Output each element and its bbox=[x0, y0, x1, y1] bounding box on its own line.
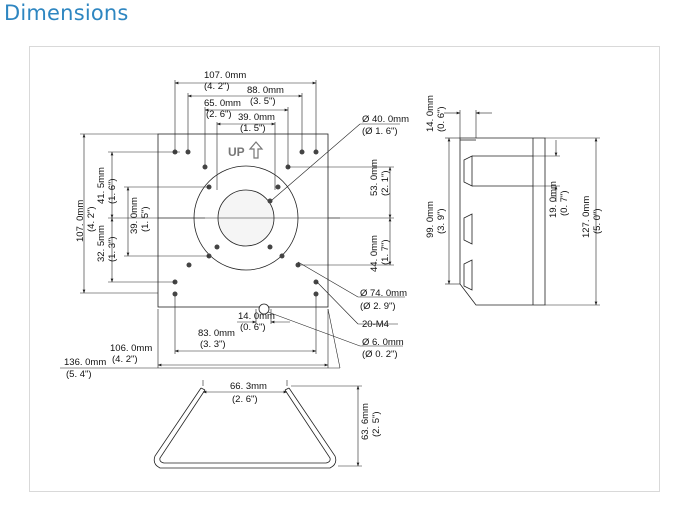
mounting-hole bbox=[202, 164, 208, 170]
mounting-hole bbox=[185, 149, 191, 155]
dim-32-mm: 32. 5mm bbox=[96, 225, 107, 262]
dim-65-in: (2. 6") bbox=[206, 109, 232, 120]
page-heading: Dimensions bbox=[4, 1, 129, 25]
dim-39-mm: 39. 0mm bbox=[238, 112, 275, 123]
dim-side-14-in: (0. 6") bbox=[436, 106, 447, 132]
side-view bbox=[459, 137, 546, 306]
dim-side-127-mm: 127. 0mm bbox=[581, 196, 592, 238]
dim-136-mm: 136. 0mm bbox=[64, 357, 106, 368]
dim-39-in: (1. 5") bbox=[240, 123, 266, 134]
side-profile bbox=[459, 137, 546, 306]
dim-d6-in: (Ø 0. 2") bbox=[362, 349, 398, 360]
dim-53-mm: 53. 0mm bbox=[369, 159, 380, 196]
dim-88-mm: 88. 0mm bbox=[247, 85, 284, 96]
dim-side-19-mm: 19. 0mm bbox=[548, 181, 559, 218]
mounting-hole bbox=[313, 291, 319, 297]
dim-d40-mm: Ø 40. 0mm bbox=[362, 114, 409, 125]
side-slot bbox=[463, 155, 473, 187]
dim-m4-label: 20-M4 bbox=[362, 319, 389, 330]
dim-83-in: (3. 3") bbox=[200, 339, 226, 350]
dim-44-mm: 44. 0mm bbox=[369, 235, 380, 272]
dim-side-99-mm: 99. 0mm bbox=[425, 201, 436, 238]
dim-53-in: (2. 1") bbox=[380, 170, 391, 196]
mounting-hole bbox=[214, 244, 220, 250]
dim-65-mm: 65. 0mm bbox=[204, 98, 241, 109]
dim-39-height-mm: 39. 0mm bbox=[129, 197, 140, 234]
dim-63-mm: 63. 6mm bbox=[360, 403, 371, 440]
center-hole bbox=[258, 303, 270, 315]
dim-side-99-in: (3. 9") bbox=[436, 208, 447, 234]
up-arrow-icon bbox=[248, 141, 264, 159]
mounting-hole bbox=[275, 184, 281, 190]
bottom-dimension-lines bbox=[202, 380, 362, 467]
front-plate bbox=[157, 133, 329, 308]
up-label: UP bbox=[228, 145, 245, 159]
dim-d6-mm: Ø 6. 0mm bbox=[362, 337, 404, 348]
front-dimension-lines bbox=[60, 80, 405, 369]
dim-side-127-in: (5. 0") bbox=[592, 208, 603, 234]
side-dimension-lines bbox=[444, 110, 600, 306]
bottom-profile-inner bbox=[159, 389, 331, 464]
mounting-hole bbox=[267, 198, 273, 204]
dim-63-in: (2. 5") bbox=[371, 411, 382, 437]
dim-d40-in: (Ø 1. 6") bbox=[362, 126, 398, 137]
mounting-hole bbox=[313, 279, 319, 285]
mounting-hole bbox=[267, 244, 273, 250]
dim-107-height-in: (4. 2") bbox=[86, 206, 97, 232]
mounting-hole bbox=[279, 253, 285, 259]
mounting-hole bbox=[186, 262, 192, 268]
dim-14-in: (0. 6") bbox=[240, 322, 266, 333]
dim-side-19-in: (0. 7") bbox=[559, 190, 570, 216]
dim-107-width-in: (4. 2") bbox=[204, 81, 230, 92]
mounting-hole bbox=[299, 149, 305, 155]
dim-106-mm: 106. 0mm bbox=[110, 343, 152, 354]
dim-32-in: (1. 3") bbox=[107, 236, 118, 262]
dim-41-in: (1. 6") bbox=[107, 178, 118, 204]
front-view bbox=[157, 133, 329, 315]
dim-66-in: (2. 6") bbox=[232, 394, 258, 405]
dim-14-mm: 14. 0mm bbox=[238, 311, 275, 322]
dim-106-in: (4. 2") bbox=[112, 354, 138, 365]
side-slot bbox=[463, 259, 473, 291]
dim-side-14-mm: 14. 0mm bbox=[425, 95, 436, 132]
mounting-hole bbox=[313, 149, 319, 155]
dim-d74-mm: Ø 74. 0mm bbox=[360, 288, 407, 299]
dim-107-height-mm: 107. 0mm bbox=[75, 200, 86, 242]
dim-136-in: (5. 4") bbox=[66, 369, 92, 380]
dim-66-mm: 66. 3mm bbox=[230, 381, 267, 392]
dim-107-width-mm: 107. 0mm bbox=[204, 70, 246, 81]
bottom-profile-outer bbox=[153, 387, 337, 469]
dim-83-mm: 83. 0mm bbox=[198, 328, 235, 339]
dim-41-mm: 41. 5mm bbox=[96, 167, 107, 204]
dim-39-height-in: (1. 5") bbox=[140, 206, 151, 232]
drawing-frame bbox=[29, 46, 660, 492]
mounting-hole bbox=[172, 291, 178, 297]
bottom-view bbox=[153, 387, 337, 469]
side-slot bbox=[463, 213, 473, 245]
dim-88-in: (3. 5") bbox=[250, 96, 276, 107]
dim-44-in: (1. 7") bbox=[380, 239, 391, 265]
dim-d74-in: (Ø 2. 9") bbox=[360, 301, 396, 312]
